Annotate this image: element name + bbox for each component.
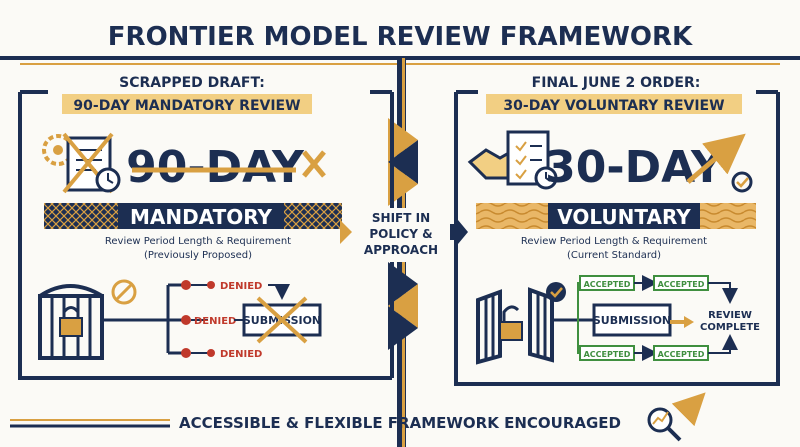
right-big-label: 30-DAY — [545, 142, 724, 193]
denied-label-middle: DENIED — [194, 316, 236, 327]
document-gear-icon — [42, 132, 121, 194]
right-submission-box: SUBMISSION — [592, 303, 672, 337]
page-title: FRONTIER MODEL REVIEW FRAMEWORK — [108, 22, 693, 52]
left-submission-box: SUBMISSION — [242, 296, 322, 344]
prohibited-icon — [111, 279, 137, 305]
accepted-bottom-left: ACCEPTED — [579, 345, 635, 361]
right-caption-line1: Review Period Length & Requirement — [521, 236, 707, 247]
submission-arrow-icon — [670, 316, 694, 328]
unlocked-gate-icon — [476, 287, 554, 365]
shift-line2: POLICY & — [369, 227, 432, 241]
right-header-line2: 30-DAY VOLUNTARY REVIEW — [503, 98, 724, 114]
right-caption-line2: (Current Standard) — [567, 250, 661, 261]
shift-line3: APPROACH — [364, 243, 438, 257]
cross-icon — [302, 150, 326, 178]
left-header-line2: 90-DAY MANDATORY REVIEW — [73, 98, 300, 114]
left-panel: SCRAPPED DRAFT: 90-DAY MANDATORY REVIEW … — [18, 75, 394, 380]
accepted-top-left: ACCEPTED — [579, 275, 635, 291]
accepted-label: ACCEPTED — [584, 350, 631, 359]
accepted-bottom-right: ACCEPTED — [653, 345, 709, 361]
locked-gate-icon — [38, 284, 104, 360]
right-header-line1: FINAL JUNE 2 ORDER: — [532, 75, 701, 91]
shift-line1: SHIFT IN — [372, 211, 430, 225]
left-header-line1: SCRAPPED DRAFT: — [119, 75, 265, 91]
shift-callout: SHIFT IN POLICY & APPROACH — [340, 208, 468, 262]
mandatory-label: MANDATORY — [130, 205, 273, 229]
check-circle-icon — [731, 171, 753, 193]
footer: ACCESSIBLE & FLEXIBLE FRAMEWORK ENCOURAG… — [10, 392, 706, 442]
magnifier-growth-icon — [647, 392, 706, 442]
denied-label-bottom: DENIED — [220, 349, 262, 360]
accepted-label: ACCEPTED — [658, 280, 705, 289]
voluntary-band: VOLUNTARY — [476, 203, 756, 229]
review-complete-line1: REVIEW — [708, 310, 752, 321]
right-panel: FINAL JUNE 2 ORDER: 30-DAY VOLUNTARY REV… — [454, 75, 780, 386]
handshake-document-icon — [467, 130, 558, 190]
left-caption-line2: (Previously Proposed) — [144, 250, 252, 261]
trend-arrow-icon — [686, 133, 746, 184]
right-submission-label: SUBMISSION — [593, 314, 671, 327]
accepted-label: ACCEPTED — [658, 350, 705, 359]
footer-tagline: ACCESSIBLE & FLEXIBLE FRAMEWORK ENCOURAG… — [179, 414, 621, 432]
voluntary-label: VOLUNTARY — [557, 205, 691, 229]
denied-label-top: DENIED — [220, 281, 262, 292]
shift-arrow-left-icon — [340, 220, 352, 244]
accepted-top-right: ACCEPTED — [653, 275, 709, 291]
title-block: FRONTIER MODEL REVIEW FRAMEWORK — [0, 18, 800, 65]
accepted-label: ACCEPTED — [584, 280, 631, 289]
left-caption-line1: Review Period Length & Requirement — [105, 236, 291, 247]
approved-check-icon — [546, 282, 566, 302]
mandatory-band: MANDATORY — [44, 203, 342, 229]
review-complete-line2: COMPLETE — [700, 322, 760, 333]
shift-arrow-right-icon — [450, 220, 468, 244]
